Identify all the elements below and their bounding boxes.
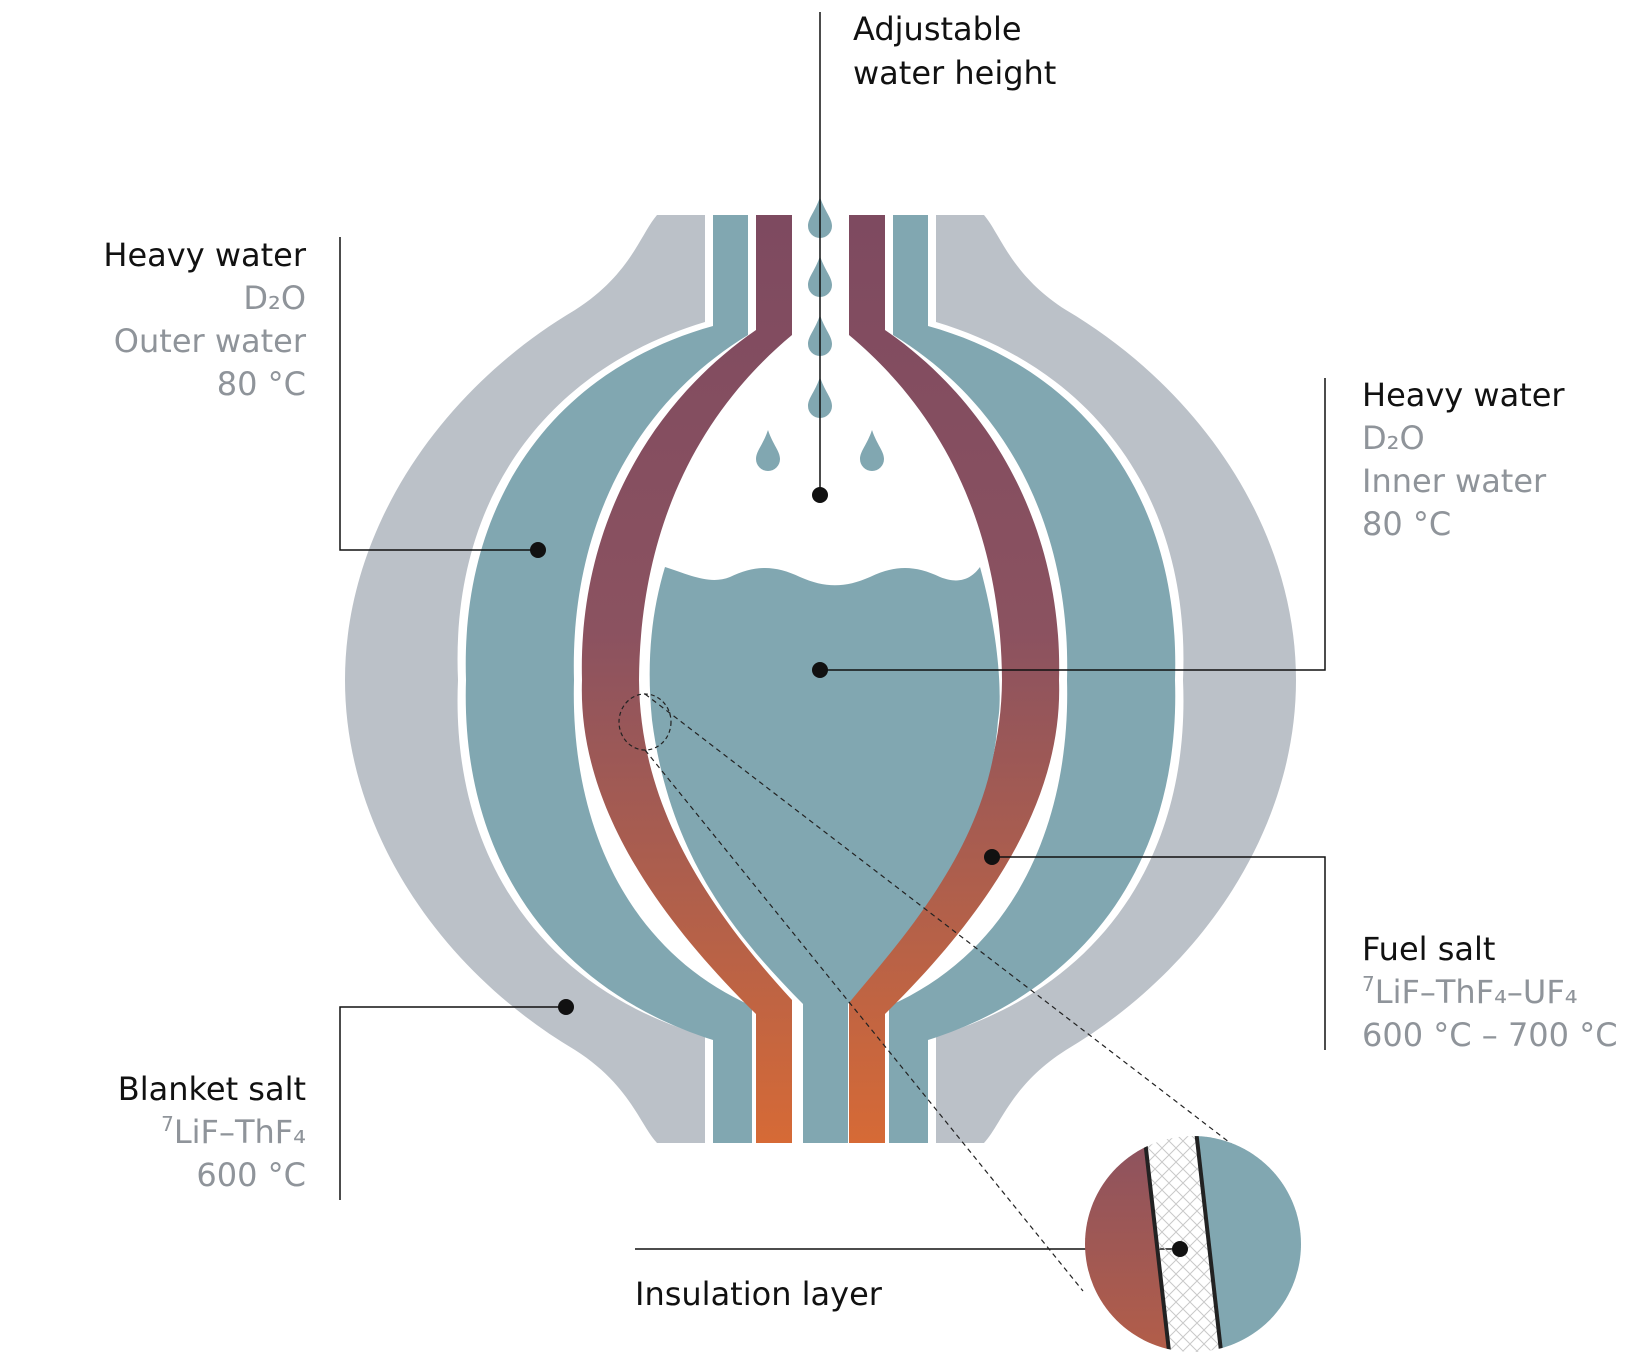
fuel-salt-temp: 600 °C – 700 °C: [1362, 1016, 1618, 1054]
inner-water-name: Inner water: [1362, 462, 1547, 500]
label-outer-water: Heavy water D₂O Outer water 80 °C: [103, 236, 306, 403]
zoom-connector: [644, 693, 1256, 1163]
water-height-line1: Adjustable: [853, 10, 1022, 48]
outer-water-formula: D₂O: [243, 279, 306, 317]
water-height-line2: water height: [853, 54, 1056, 92]
fuel-salt-title: Fuel salt: [1362, 930, 1495, 968]
insulation-dot: [1172, 1241, 1188, 1257]
label-inner-water: Heavy water D₂O Inner water 80 °C: [1362, 376, 1565, 543]
droplet-icon: [756, 430, 780, 471]
inner-water-title: Heavy water: [1362, 376, 1565, 414]
label-insulation: Insulation layer: [635, 1275, 883, 1313]
label-water-height: Adjustable water height: [853, 10, 1056, 92]
zoom-detail-circle: [1085, 1136, 1301, 1352]
blanket-salt-region: [345, 215, 1296, 1143]
inner-water-temp: 80 °C: [1362, 505, 1451, 543]
label-blanket-salt: Blanket salt 7LiF–ThF₄ 600 °C: [118, 1070, 306, 1194]
zoom-callout: [618, 693, 1301, 1352]
outer-water-name: Outer water: [114, 322, 307, 360]
blanket-salt-title: Blanket salt: [118, 1070, 306, 1108]
outer-water-region: [465, 215, 1176, 1143]
inner-water-region: [649, 567, 1000, 1143]
label-fuel-salt: Fuel salt 7LiF–ThF₄–UF₄ 600 °C – 700 °C: [1362, 930, 1618, 1054]
insulation-title: Insulation layer: [635, 1275, 883, 1313]
blanket-salt-formula: 7LiF–ThF₄: [161, 1112, 306, 1151]
inner-water-formula: D₂O: [1362, 419, 1425, 457]
zoom-connector: [644, 749, 1084, 1292]
droplet-icon: [860, 430, 884, 471]
fuel-salt-formula: 7LiF–ThF₄–UF₄: [1362, 972, 1578, 1011]
outer-water-title: Heavy water: [103, 236, 306, 274]
fuel-salt-region: [581, 215, 1060, 1143]
leader-lines: [339, 12, 1326, 1250]
blanket-salt-temp: 600 °C: [196, 1156, 306, 1194]
outer-water-temp: 80 °C: [217, 365, 306, 403]
